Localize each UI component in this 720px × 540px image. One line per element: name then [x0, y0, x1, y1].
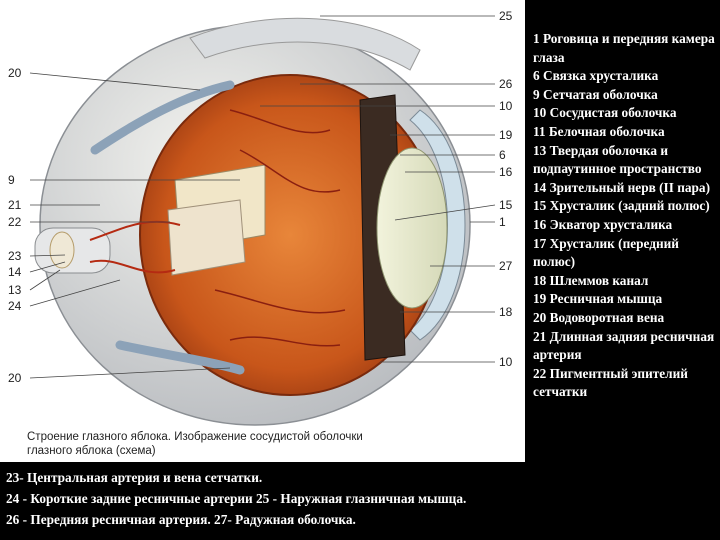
- label-24: 24: [8, 299, 22, 313]
- legend-list: 1 Роговица и передняя камера глаза 6 Свя…: [533, 30, 718, 402]
- label-22: 22: [8, 215, 22, 229]
- label-23: 23: [8, 249, 22, 263]
- eye-diagram-panel: 20 9 21 22 23 14 13 24 20 25 26 10 19 6 …: [0, 0, 525, 462]
- bottom-notes: 23- Центральная артерия и вена сетчатки.…: [6, 467, 716, 530]
- figure-caption: Строение глазного яблока. Изображение со…: [27, 430, 427, 458]
- legend-item: 20 Водоворотная вена: [533, 309, 665, 325]
- label-13: 13: [8, 283, 22, 297]
- legend-item: 18 Шлеммов канал: [533, 272, 649, 288]
- label-14: 14: [8, 265, 22, 279]
- legend-item: 14 Зрительный нерв (II пара): [533, 179, 710, 195]
- caption-line-2: глазного яблока (схема): [27, 445, 156, 457]
- label-19: 19: [499, 128, 513, 142]
- legend-item: 16 Экватор хрусталика: [533, 216, 673, 232]
- lens: [376, 147, 448, 309]
- pigment-epithelium: [167, 199, 246, 276]
- label-27: 27: [499, 259, 513, 273]
- bottom-note: 24 - Короткие задние ресничные артерии 2…: [6, 491, 467, 506]
- label-9: 9: [8, 173, 15, 187]
- bottom-note: 23- Центральная артерия и вена сетчатки.: [6, 470, 263, 485]
- legend-item: 9 Сетчатая оболочка: [533, 86, 658, 102]
- label-10-top: 10: [499, 99, 513, 113]
- vortex-vein-bottom: [115, 340, 245, 375]
- label-10-bottom: 10: [499, 355, 513, 369]
- bottom-note: 26 - Передняя ресничная артерия. 27- Рад…: [6, 512, 356, 527]
- legend-item: 10 Сосудистая оболочка: [533, 105, 677, 121]
- label-25: 25: [499, 9, 513, 23]
- legend-item: 19 Ресничная мышца: [533, 291, 663, 307]
- label-15: 15: [499, 198, 513, 212]
- legend-item: 15 Хрусталик (задний полюс): [533, 198, 710, 214]
- legend-item: 21 Длинная задняя ресничная артерия: [533, 328, 715, 363]
- label-20-top: 20: [8, 66, 22, 80]
- label-20-bottom: 20: [8, 371, 22, 385]
- eyeball-illustration: [29, 15, 496, 426]
- caption-line-1: Строение глазного яблока. Изображение со…: [27, 431, 363, 443]
- legend-item: 1 Роговица и передняя камера глаза: [533, 31, 715, 65]
- legend-item: 17 Хрусталик (передний полюс): [533, 235, 679, 270]
- label-1: 1: [499, 215, 506, 229]
- legend-item: 6 Связка хрусталика: [533, 68, 659, 84]
- label-18: 18: [499, 305, 513, 319]
- label-26: 26: [499, 77, 513, 91]
- legend-item: 22 Пигментный эпителий сетчатки: [533, 365, 688, 400]
- external-eye-muscle: [189, 17, 421, 71]
- label-6: 6: [499, 148, 506, 162]
- label-21: 21: [8, 198, 22, 212]
- legend-item: 13 Твердая оболочка и подпаутинное прост…: [533, 142, 702, 177]
- label-16: 16: [499, 165, 513, 179]
- vortex-vein-top: [90, 80, 235, 155]
- legend-item: 11 Белочная оболочка: [533, 123, 665, 139]
